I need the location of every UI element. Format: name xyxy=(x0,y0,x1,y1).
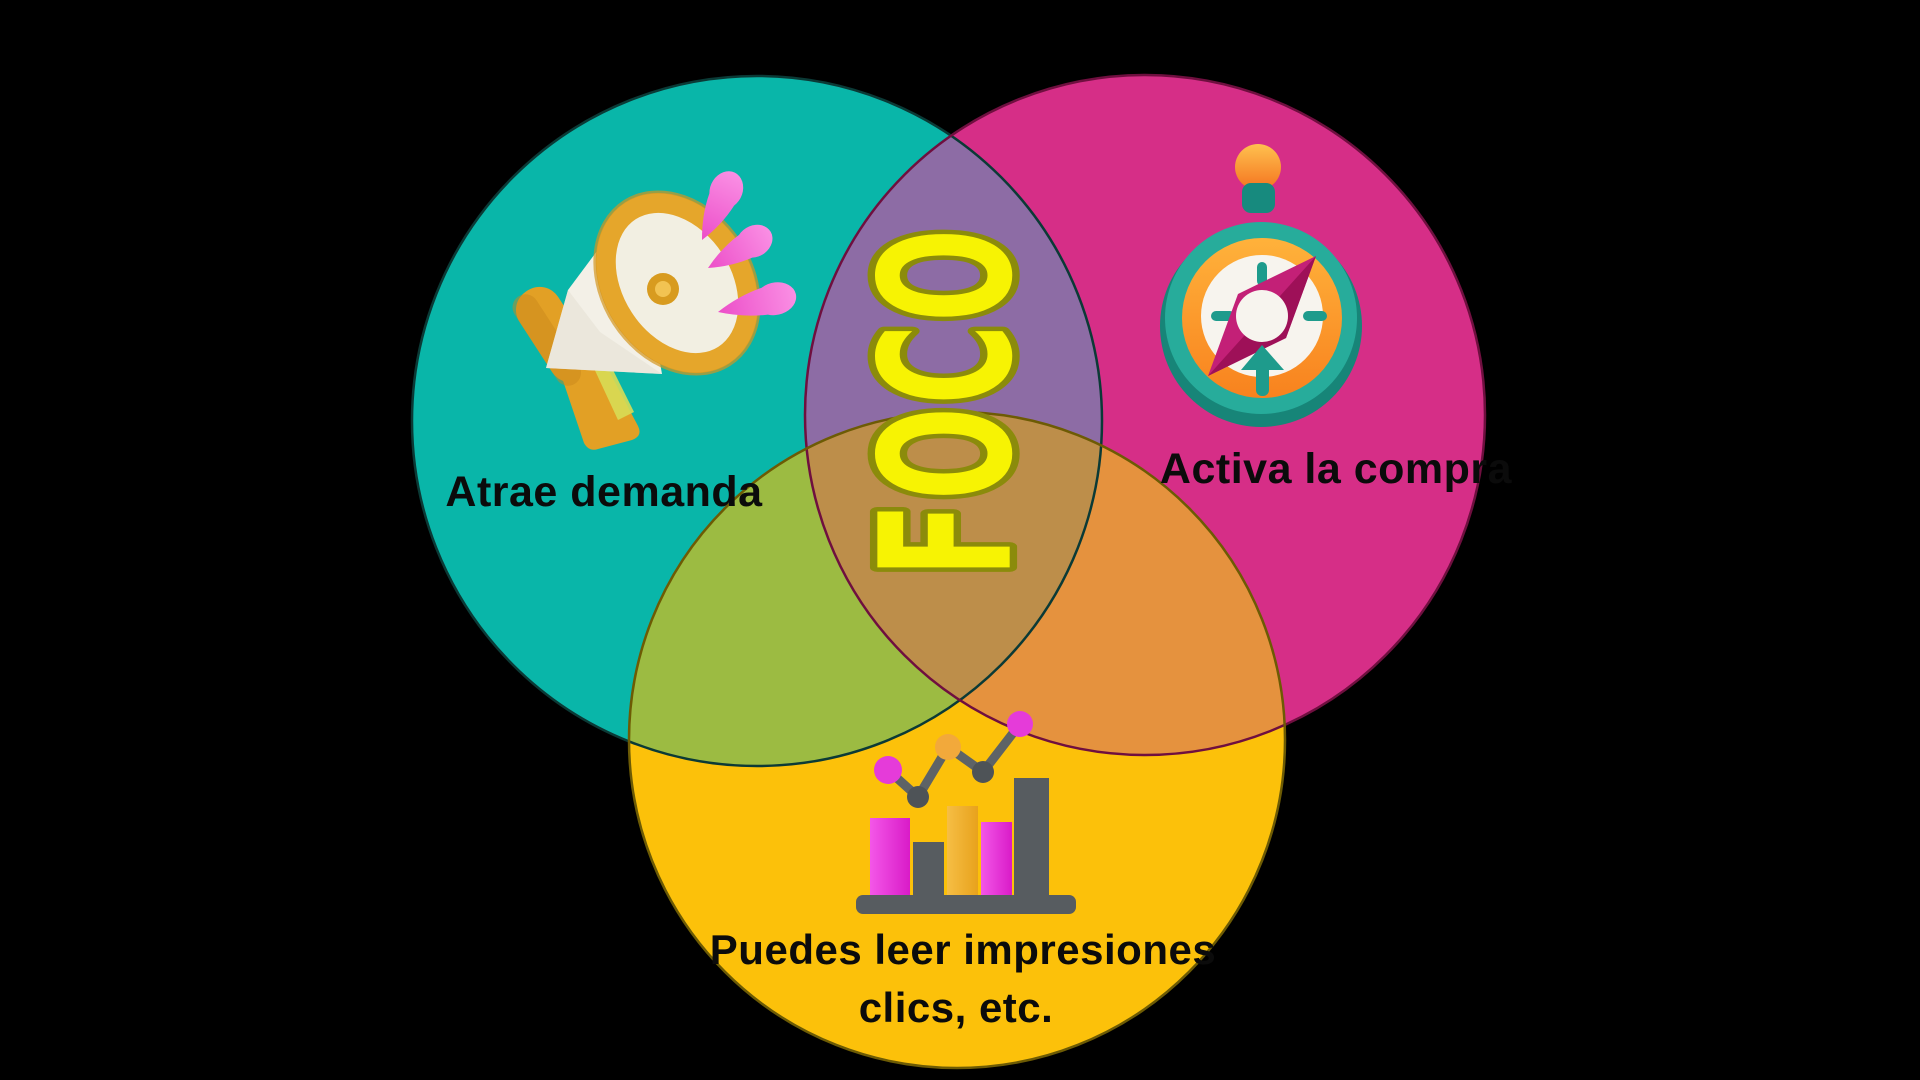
chart-node-yellow xyxy=(935,734,961,760)
center-label-foco: FOCO xyxy=(843,227,1053,578)
compass-tick-north xyxy=(1257,262,1267,286)
chart-bar-gray-short xyxy=(913,842,944,902)
chart-bar-magenta-1 xyxy=(870,818,910,902)
chart-bar-gray-tall xyxy=(1014,778,1049,902)
chart-bar-yellow xyxy=(947,806,978,902)
sound-drop-3 xyxy=(718,282,797,316)
megaphone-driver-center xyxy=(655,281,671,297)
compass-knob xyxy=(1242,183,1275,213)
megaphone-icon xyxy=(512,171,797,450)
label-atrae-demanda: Atrae demanda xyxy=(445,468,763,516)
compass-arrow-head xyxy=(1241,345,1284,370)
compass-arrow xyxy=(1241,345,1284,396)
chart-base xyxy=(856,895,1076,914)
label-activa-compra: Activa la compra xyxy=(1160,445,1513,493)
megaphone-cone-shade xyxy=(546,290,662,374)
megaphone-sound-drops xyxy=(701,171,797,316)
compass-ticks xyxy=(1211,262,1327,321)
chart-node-magenta-2 xyxy=(1007,711,1033,737)
compass-tick-west xyxy=(1211,311,1235,321)
compass-icon xyxy=(1160,144,1362,427)
compass-tick-east xyxy=(1303,311,1327,321)
compass-arrow-shaft xyxy=(1256,362,1269,396)
label-puedes-leer-line2: clics, etc. xyxy=(859,984,1054,1031)
circle-outline-teal xyxy=(410,74,1104,768)
compass-top-ball xyxy=(1235,144,1281,190)
sound-drop-1 xyxy=(701,171,744,240)
chart-node-gray-1 xyxy=(907,786,929,808)
circle-outline-yellow xyxy=(627,410,1287,1070)
circle-outline-pink xyxy=(803,73,1487,757)
compass-needle-hub xyxy=(1236,290,1288,342)
bar-chart-icon xyxy=(856,711,1076,914)
chart-bar-magenta-2 xyxy=(981,822,1012,902)
megaphone-handle-accent xyxy=(592,360,634,420)
chart-node-gray-2 xyxy=(972,761,994,783)
label-puedes-leer-line1: Puedes leer impresiones xyxy=(710,926,1216,973)
sound-drop-2 xyxy=(708,224,773,268)
chart-node-magenta-1 xyxy=(874,756,902,784)
